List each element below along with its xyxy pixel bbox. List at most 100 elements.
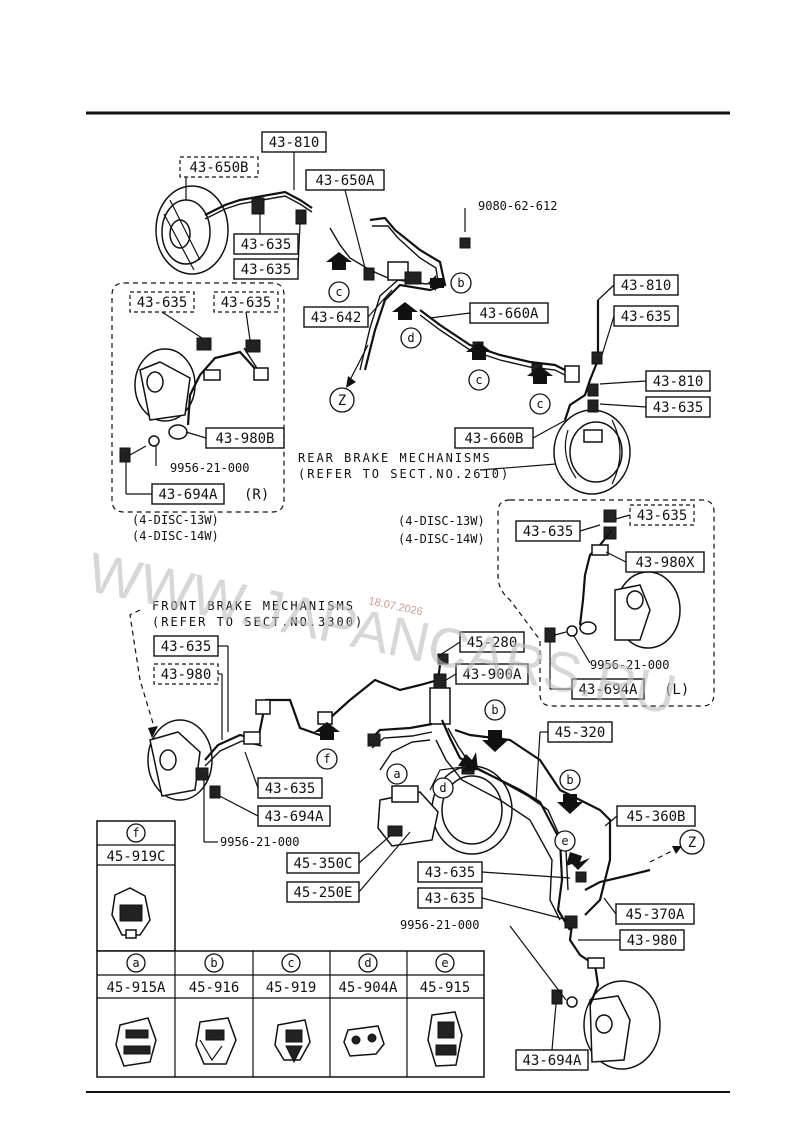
- ld-label-43-635-b: 43-635: [637, 508, 688, 524]
- ld-label-43-980X: 43-980X: [635, 555, 695, 571]
- detail-box-rear-left: [497, 499, 715, 707]
- arrow-d-top: [392, 302, 418, 320]
- bolt-9080: [459, 208, 471, 249]
- f-label-45-320: 45-320: [555, 725, 606, 741]
- zone-z-bottom-label: Z: [688, 835, 696, 851]
- arrow-d-front: [458, 752, 478, 772]
- clip-a-letter: a: [132, 956, 139, 970]
- ld-label-9956: 9956-21-000: [590, 658, 669, 672]
- clip-a-drawing: [115, 1017, 157, 1067]
- rear-caliper-right: [134, 337, 261, 422]
- ld-label-disc14: (4-DISC-14W): [398, 532, 485, 546]
- clip-d-letter: d: [364, 956, 371, 970]
- f-label-45-360B: 45-360B: [626, 809, 685, 825]
- f-label-9956-b: 9956-21-000: [400, 918, 479, 932]
- clip-c-letter: c: [287, 956, 294, 970]
- label-43-635-r1: 43-635: [621, 309, 672, 325]
- callout-b-3: b: [566, 773, 573, 787]
- label-43-635-a: 43-635: [241, 237, 292, 253]
- callout-b-2: b: [491, 703, 498, 717]
- label-43-642: 43-642: [311, 310, 362, 326]
- clip-d-part: 45-904A: [338, 980, 398, 996]
- hose-43-980B: [186, 350, 259, 426]
- label-43-635-b: 43-635: [241, 262, 292, 278]
- f-label-43-635-d: 43-635: [425, 891, 476, 907]
- ld-label-disc13: (4-DISC-13W): [398, 514, 485, 528]
- pipe-front-right: [440, 719, 571, 931]
- f-label-43-980: 43-980: [161, 667, 212, 683]
- bolt-front-right: [551, 989, 578, 1008]
- callout-b-1: b: [457, 276, 464, 290]
- callout-a-1: a: [393, 767, 400, 781]
- zone-z-top-label: Z: [338, 393, 346, 409]
- rd-label-43-980B: 43-980B: [215, 431, 274, 447]
- f-label-45-350C: 45-350C: [293, 856, 352, 872]
- clip-c-drawing: [274, 1019, 311, 1064]
- zone-z-bottom: [679, 829, 705, 855]
- rd-label-43-694A: 43-694A: [158, 487, 218, 503]
- rd-label-disc13: (4-DISC-13W): [132, 513, 219, 527]
- clip-f-part: 45-919C: [106, 849, 165, 865]
- f-label-43-694A-b: 43-694A: [522, 1053, 582, 1069]
- f-label-43-635-b: 43-635: [265, 781, 316, 797]
- f-label-43-635-a: 43-635: [161, 639, 212, 655]
- front-mech-caption-1: FRONT BRAKE MECHANISMS: [152, 599, 355, 613]
- label-43-810-top: 43-810: [269, 135, 320, 151]
- pipe-45-360B-run: [584, 868, 651, 891]
- rear-mech-caption-1: REAR BRAKE MECHANISMS: [298, 451, 492, 465]
- detail-box-rear-right: [111, 282, 285, 513]
- zone-z-top: [329, 387, 355, 413]
- pipe-43-660A: [419, 309, 576, 376]
- front-mech-caption-2: (REFER TO SECT.NO.3300): [152, 615, 364, 629]
- clip-c-part: 45-919: [266, 980, 317, 996]
- f-label-45-250E: 45-250E: [293, 885, 352, 901]
- pipe-center-bundle: [363, 216, 447, 371]
- arrow-e-front: [566, 852, 590, 870]
- f-label-43-635-c: 43-635: [425, 865, 476, 881]
- clip-e-letter: e: [441, 956, 448, 970]
- f-label-45-370A: 45-370A: [625, 907, 685, 923]
- callout-e-1: e: [561, 834, 568, 848]
- label-43-810-r2: 43-810: [653, 374, 704, 390]
- f-label-43-980-b: 43-980: [627, 933, 678, 949]
- label-43-635-r2: 43-635: [653, 400, 704, 416]
- clip-e-drawing: [427, 1011, 463, 1067]
- arrow-c-right: [527, 366, 553, 384]
- clip-a-part: 45-915A: [106, 980, 166, 996]
- rd-label-43-635-a: 43-635: [137, 295, 188, 311]
- clip-b-drawing: [195, 1017, 237, 1065]
- rd-label-9956: 9956-21-000: [170, 461, 249, 475]
- bolt-rear-left: [544, 625, 578, 643]
- callout-d-1: d: [407, 331, 414, 345]
- callout-c-3: c: [536, 397, 543, 411]
- f-label-45-280: 45-280: [467, 635, 518, 651]
- rear-brake-drum-left: [155, 185, 229, 275]
- arrow-c-top: [326, 252, 352, 270]
- rear-mech-caption-2: (REFER TO SECT.NO.2610): [298, 467, 510, 481]
- label-43-660B: 43-660B: [464, 431, 523, 447]
- ld-label-43-635-a: 43-635: [523, 524, 574, 540]
- arrow-c-mid: [466, 342, 492, 360]
- arrow-to-z-top: [349, 344, 369, 381]
- ld-label-side-l: (L): [664, 682, 689, 698]
- f-label-43-900A: 43-900A: [462, 667, 522, 683]
- ld-label-43-694A: 43-694A: [578, 682, 638, 698]
- proportioning-valve: [429, 653, 451, 725]
- clip-f-letter: f: [132, 826, 139, 840]
- label-43-660A: 43-660A: [479, 306, 539, 322]
- arrow-b-front-1: [482, 730, 508, 752]
- fitting-top-a: [251, 197, 265, 215]
- front-caliper-right: [583, 980, 661, 1070]
- f-label-9956: 9956-21-000: [220, 835, 299, 849]
- arrow-b-front-2: [557, 794, 583, 814]
- label-43-810-r1: 43-810: [621, 278, 672, 294]
- rd-label-43-635-b: 43-635: [221, 295, 272, 311]
- clip-b-part: 45-916: [189, 980, 240, 996]
- rd-label-side-r: (R): [244, 487, 269, 503]
- clip-e-part: 45-915: [420, 980, 471, 996]
- label-43-650A: 43-650A: [315, 173, 375, 189]
- clip-b-letter: b: [210, 956, 217, 970]
- pipe-43-810-top: [204, 190, 313, 216]
- bolt-rear-right: [119, 435, 160, 463]
